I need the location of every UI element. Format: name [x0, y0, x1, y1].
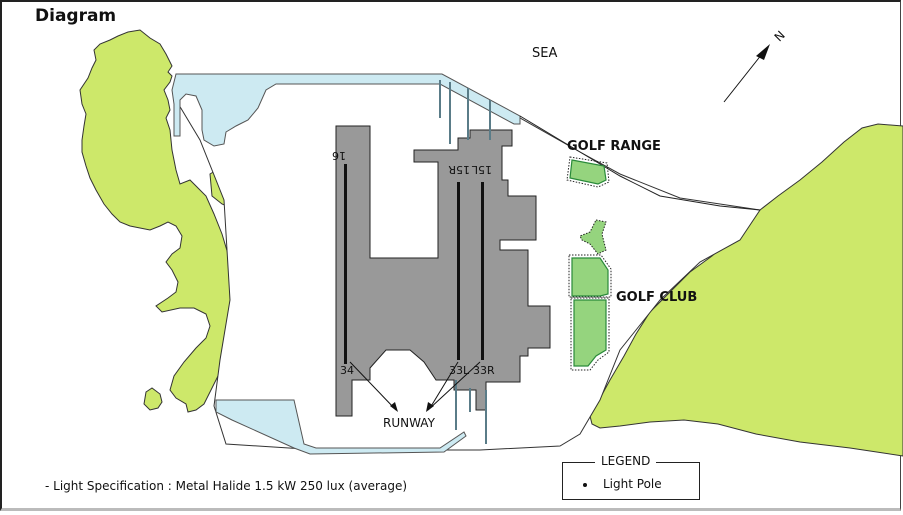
runway-15L-label: 15L [471, 163, 492, 176]
runway-15L-33R [481, 182, 484, 360]
light-pole-dot-icon [583, 482, 587, 487]
small-island [143, 387, 163, 411]
light-specification: - Light Specification : Metal Halide 1.5… [45, 479, 408, 493]
runway-16-label: 16 [332, 149, 346, 162]
arrow-head-33 [426, 402, 434, 412]
north-arrow-head [756, 44, 770, 60]
golf-areas [566, 156, 612, 371]
east-landmass [589, 123, 903, 457]
legend-item-label: Light Pole [603, 477, 662, 491]
runway-15R-33L [457, 182, 460, 360]
golf-range-border [566, 156, 610, 188]
runway-33R-label: 33R [473, 364, 495, 377]
golf-club-label: GOLF CLUB [616, 290, 697, 305]
runway-16-34 [344, 164, 347, 364]
golf-range-label: GOLF RANGE [567, 139, 661, 154]
golf-club-pond [579, 219, 607, 255]
arrow-head-34 [390, 402, 398, 412]
legend-box: LEGEND Light Pole [562, 454, 700, 500]
west-landmass [79, 29, 239, 413]
legend-item-light-pole: Light Pole [583, 477, 662, 491]
airport-apron [335, 125, 551, 417]
golf-range-area [569, 159, 607, 185]
runway-34-label: 34 [340, 364, 354, 377]
runway-33L-label: 33L [449, 364, 470, 377]
runway-arrows [349, 361, 481, 411]
sea-label: SEA [532, 46, 557, 61]
runway-15R-label: 15R [448, 163, 470, 176]
coastline [519, 115, 761, 211]
diagram-title: Diagram [35, 6, 117, 26]
south-water-basin [215, 399, 467, 455]
golf-club-north [571, 257, 609, 297]
north-label: N [772, 28, 788, 44]
north-water-channel [171, 73, 521, 147]
north-arrow-line [723, 53, 763, 103]
runway-label: RUNWAY [383, 416, 436, 430]
golf-club-north-border [568, 254, 612, 298]
golf-club-south-border [570, 297, 610, 371]
legend-title: LEGEND [595, 454, 657, 468]
drainage-lines [439, 80, 491, 444]
golf-club-south [573, 299, 607, 367]
